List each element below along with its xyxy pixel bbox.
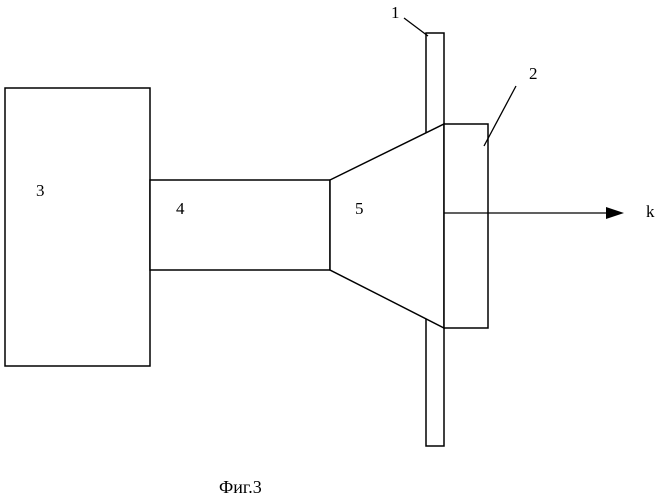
part-2-nozzle-block xyxy=(444,124,488,328)
part-3-body xyxy=(5,88,150,366)
part-4-channel xyxy=(150,180,330,270)
part-5-cone xyxy=(330,124,444,328)
label-5: 5 xyxy=(355,199,364,218)
label-4: 4 xyxy=(176,199,185,218)
label-1: 1 xyxy=(391,3,400,22)
leader-line-2 xyxy=(484,86,516,146)
arrow-head-icon xyxy=(606,207,624,219)
leader-line-1 xyxy=(404,18,428,36)
label-k: k xyxy=(646,202,655,221)
label-2: 2 xyxy=(529,64,538,83)
label-3: 3 xyxy=(36,181,45,200)
figure-caption: Фиг.3 xyxy=(219,477,262,497)
